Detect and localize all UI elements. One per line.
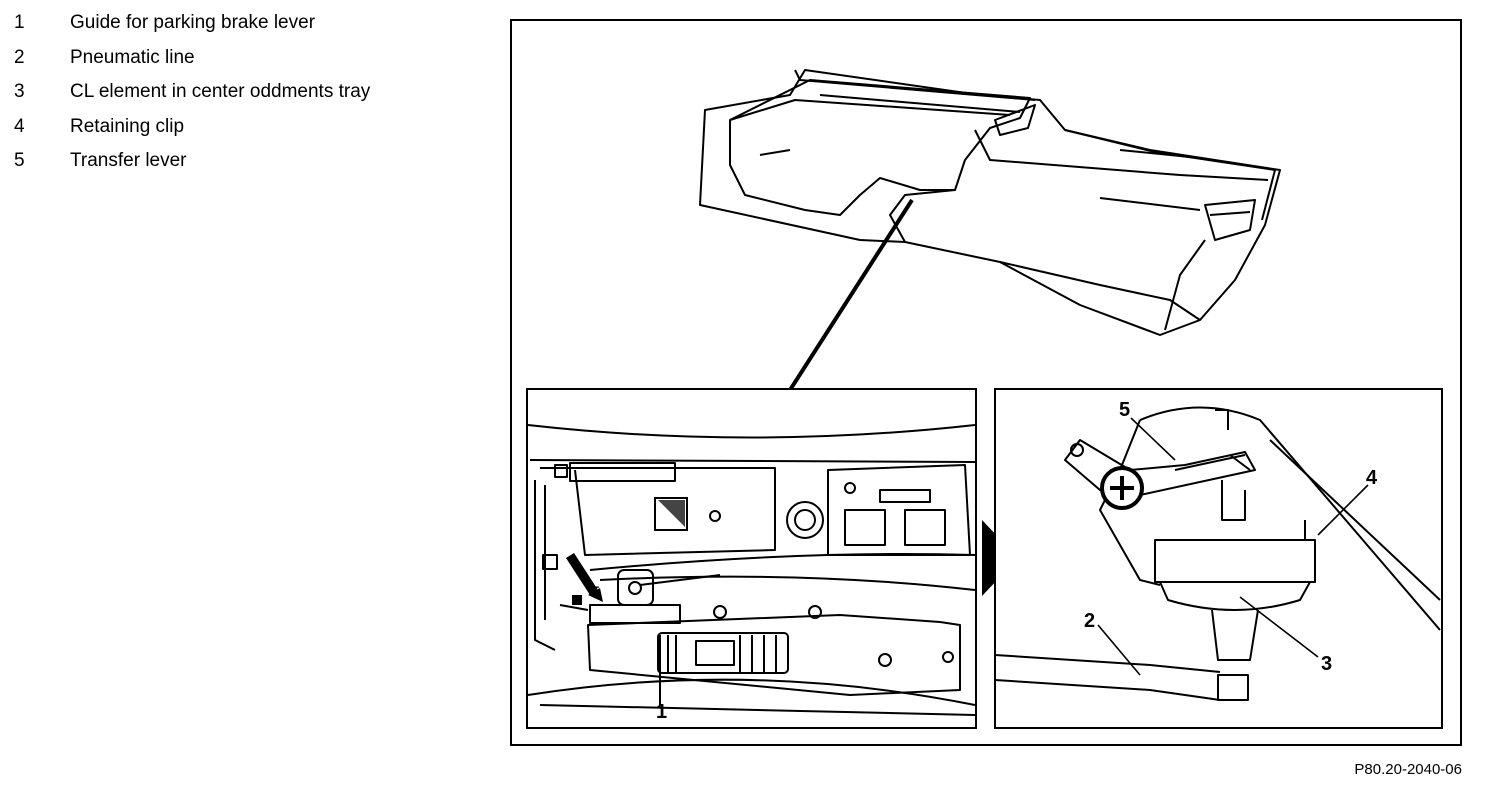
legend-item-number: 4 [14, 115, 25, 137]
callout-1: 1 [656, 701, 667, 723]
center-console-drawing [699, 69, 1281, 336]
legend-item-number: 3 [14, 81, 25, 102]
callout-3: 3 [1321, 653, 1332, 675]
legend-item-label: Guide for parking brake lever [70, 12, 316, 33]
legend-item-label: Retaining clip [70, 115, 185, 137]
legend-item-label: Transfer lever [70, 150, 187, 171]
inset-left: 1 5 [526, 388, 977, 729]
figure-frame [510, 19, 1462, 746]
legend-item: 2 Pneumatic line [0, 45, 480, 80]
legend-item: 4 Retaining clip [0, 114, 480, 149]
callout-2: 2 [1084, 610, 1095, 632]
legend-item-label: CL element in center oddments tray [70, 81, 371, 102]
leader-lines [1097, 417, 1369, 676]
callout-5: 5 [1119, 399, 1130, 421]
legend-list: 1 Guide for parking brake lever 2 Pneuma… [0, 10, 480, 183]
figure-code: P80.20-2040-06 [1354, 761, 1462, 778]
legend-item-number: 1 [14, 12, 25, 33]
callout-5-small: 5 [592, 583, 600, 599]
legend-item: 5 Transfer lever [0, 148, 480, 183]
legend-item-label: Pneumatic line [70, 46, 195, 68]
legend-item: 1 Guide for parking brake lever [0, 10, 480, 45]
legend-item: 3 CL element in center oddments tray [0, 79, 480, 114]
hub-cross [1110, 476, 1134, 500]
inset-right: 5 4 2 3 [994, 388, 1443, 729]
pointer-line [788, 198, 914, 392]
callout-4: 4 [1366, 467, 1378, 489]
legend-item-number: 2 [14, 46, 25, 68]
legend-item-number: 5 [14, 150, 25, 171]
